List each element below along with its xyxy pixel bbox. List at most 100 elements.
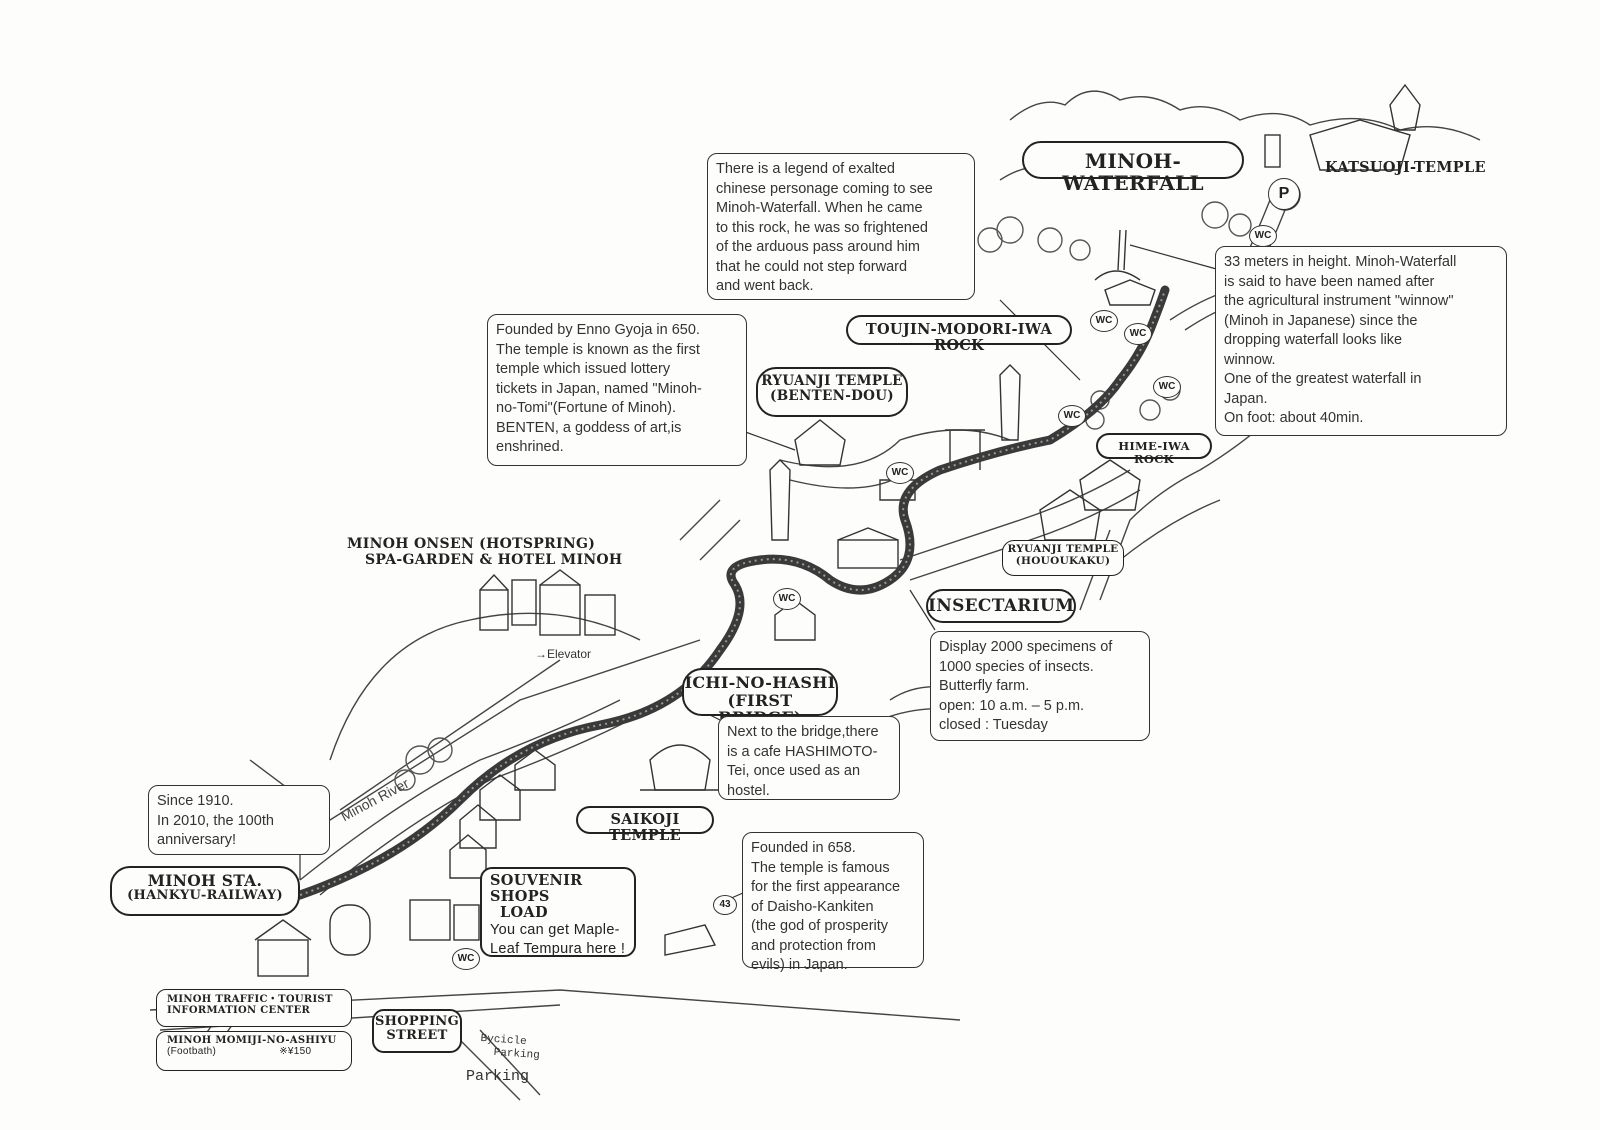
note-line: dropping waterfall looks like [1224, 332, 1403, 348]
note-line: Tei, once used as an [727, 763, 861, 779]
note-line: winnow. [1224, 351, 1276, 368]
note-line: for the first appearance [751, 879, 901, 895]
route-43-sign: 43 [713, 895, 737, 915]
note-line: Since 1910. [157, 793, 234, 809]
note-line: (the god of prosperity [751, 918, 889, 934]
note-line: tickets in Japan, named "Minoh- [496, 380, 702, 397]
note-line: The temple is known as the first [496, 341, 700, 358]
note-line: evils) in Japan. [751, 957, 848, 973]
label-insectarium[interactable]: INSECTARIUM [926, 589, 1076, 623]
ryuanji-hououkaku-line-1: RYUANJI TEMPLE [1007, 543, 1119, 555]
note-line: In 2010, the 100th [157, 812, 274, 829]
wc-icon: WC [452, 948, 480, 970]
footbath-line-1: MINOH MOMIJI-NO-ASHIYU [167, 1035, 337, 1046]
label-minoh-onsen[interactable]: MINOH ONSEN (HOTSPRING) SPA-GARDEN & HOT… [347, 536, 622, 568]
note-line: BENTEN, a goddess of art,is [496, 419, 682, 436]
footbath-label: (Footbath) [167, 1046, 217, 1057]
note-line: and went back. [716, 278, 814, 294]
label-ryuanji-hououkaku[interactable]: RYUANJI TEMPLE (HOUOUKAKU) [1002, 540, 1124, 576]
label-katsuoji-temple[interactable]: KATSUOJI-TEMPLE [1325, 159, 1486, 176]
mountain-ridge [1009, 90, 1481, 141]
note-line: Next to the bridge,there [727, 724, 879, 740]
note-line: no-Tomi"(Fortune of Minoh). [496, 400, 677, 416]
note-line: to this rock, he was so frightened [716, 219, 928, 236]
wc-icon: WC [1153, 376, 1181, 398]
note-line: On foot: about 40min. [1224, 410, 1364, 426]
note-line: Founded in 658. [751, 840, 856, 856]
note-line: Founded by Enno Gyoja in 650. [496, 322, 700, 338]
label-minoh-station[interactable]: MINOH STA. (HANKYU-RAILWAY) [110, 866, 300, 916]
wc-icon: WC [1058, 405, 1086, 427]
label-traffic-info-center[interactable]: MINOH TRAFFIC・TOURIST INFORMATION CENTER [156, 989, 352, 1027]
footbath-line-2: (Footbath) ※¥150 [167, 1046, 351, 1057]
souvenir-info-line-2: Leaf Tempura here ! [490, 940, 626, 957]
note-insectarium-info: Display 2000 specimens of 1000 species o… [930, 631, 1150, 741]
note-line: and protection from [751, 937, 876, 954]
shopping-street-line-1: SHOPPING [374, 1014, 459, 1029]
note-station-info: Since 1910. In 2010, the 100th anniversa… [148, 785, 330, 855]
note-line: hostel. [727, 782, 770, 799]
note-line: anniversary! [157, 832, 236, 848]
label-ichi-no-hashi[interactable]: ICHI-NO-HASHI (FIRST BRIDGE) [682, 668, 838, 727]
note-line: 1000 species of insects. [939, 658, 1094, 675]
wc-icon: WC [886, 462, 914, 484]
note-line: that he could not step forward [716, 258, 908, 275]
traffic-info-line-2: INFORMATION CENTER [167, 1005, 311, 1016]
label-hime-iwa-rock[interactable]: HIME-IWA ROCK [1096, 433, 1212, 465]
note-ryuanji-info: Founded by Enno Gyoja in 650. The temple… [487, 314, 747, 466]
note-line: of the arduous pass around him [716, 239, 920, 255]
p-sign-icon: P [1268, 178, 1300, 210]
note-line: temple which issued lottery [496, 361, 671, 377]
ryuanji-benten-line-1: RYUANJI TEMPLE [761, 373, 903, 389]
label-minoh-waterfall[interactable]: MINOH- WATERFALL [1022, 141, 1244, 194]
tree-cluster [394, 201, 1252, 791]
note-legend-rock: There is a legend of exalted chinese per… [707, 153, 975, 300]
note-line: The temple is famous [751, 859, 890, 876]
traffic-info-line-1: MINOH TRAFFIC・TOURIST [167, 994, 333, 1005]
note-line: is said to have been named after [1224, 273, 1435, 290]
note-line: Display 2000 specimens of [939, 639, 1113, 655]
note-line: enshrined. [496, 439, 564, 455]
note-line: closed : Tuesday [939, 717, 1048, 733]
buildings [254, 83, 1421, 977]
label-elevator: →Elevator [535, 647, 592, 661]
ryuanji-benten-line-2: (BENTEN-DOU) [770, 387, 894, 404]
footbath-price: ※¥150 [279, 1046, 312, 1057]
note-line: Butterfly farm. [939, 678, 1030, 694]
ryuanji-hououkaku-line-2: (HOUOUKAKU) [1015, 554, 1111, 567]
label-parking: Parking [466, 1068, 530, 1085]
wc-icon: WC [1249, 225, 1277, 247]
note-line: open: 10 a.m. – 5 p.m. [939, 697, 1085, 714]
note-line: Minoh-Waterfall. When he came [716, 200, 923, 216]
label-ryuanji-benten[interactable]: RYUANJI TEMPLE (BENTEN-DOU) [756, 367, 908, 417]
minoh-onsen-line-1: MINOH ONSEN (HOTSPRING) [347, 536, 596, 552]
note-line: 33 meters in height. Minoh-Waterfall [1224, 254, 1457, 270]
note-line: One of the greatest waterfall in [1224, 371, 1422, 387]
souvenir-shops-line-2: LOAD [500, 903, 548, 921]
wc-icon: WC [1090, 310, 1118, 332]
note-line: is a cafe HASHIMOTO- [727, 743, 878, 760]
wc-icon: WC [1124, 323, 1152, 345]
label-souvenir-shops[interactable]: SOUVENIR SHOPS LOAD You can get Maple- L… [480, 867, 636, 957]
note-line: of Daisho-Kankiten [751, 898, 874, 915]
note-line: (Minoh in Japanese) since the [1224, 312, 1418, 329]
souvenir-shops-line-1: SOUVENIR SHOPS [490, 872, 583, 905]
label-shopping-street[interactable]: SHOPPING STREET [372, 1009, 462, 1053]
waterfall-icon [1117, 229, 1127, 271]
note-line: the agricultural instrument "winnow" [1224, 293, 1454, 309]
note-bridge-info: Next to the bridge,there is a cafe HASHI… [718, 716, 900, 800]
ichi-no-hashi-line-1: ICHI-NO-HASHI [684, 673, 836, 692]
souvenir-info-line-1: You can get Maple- [490, 921, 620, 938]
minoh-onsen-line-2: SPA-GARDEN & HOTEL MINOH [365, 552, 623, 569]
wc-icon: WC [773, 588, 801, 610]
label-bicycle-parking: Bycicle Parking [479, 1033, 541, 1063]
shopping-street-line-2: STREET [386, 1028, 448, 1044]
note-line: Japan. [1224, 390, 1268, 407]
label-saikoji-temple[interactable]: SAIKOJI TEMPLE [576, 806, 714, 843]
note-saikoji-info: Founded in 658. The temple is famous for… [742, 832, 924, 973]
note-waterfall-info: 33 meters in height. Minoh-Waterfall is … [1215, 246, 1507, 436]
note-line: There is a legend of exalted [716, 161, 895, 177]
label-footbath[interactable]: MINOH MOMIJI-NO-ASHIYU (Footbath) ※¥150 [156, 1031, 352, 1071]
label-toujin-rock[interactable]: TOUJIN-MODORI-IWA ROCK [846, 315, 1072, 353]
minoh-station-line-2: (HANKYU-RAILWAY) [127, 888, 283, 904]
